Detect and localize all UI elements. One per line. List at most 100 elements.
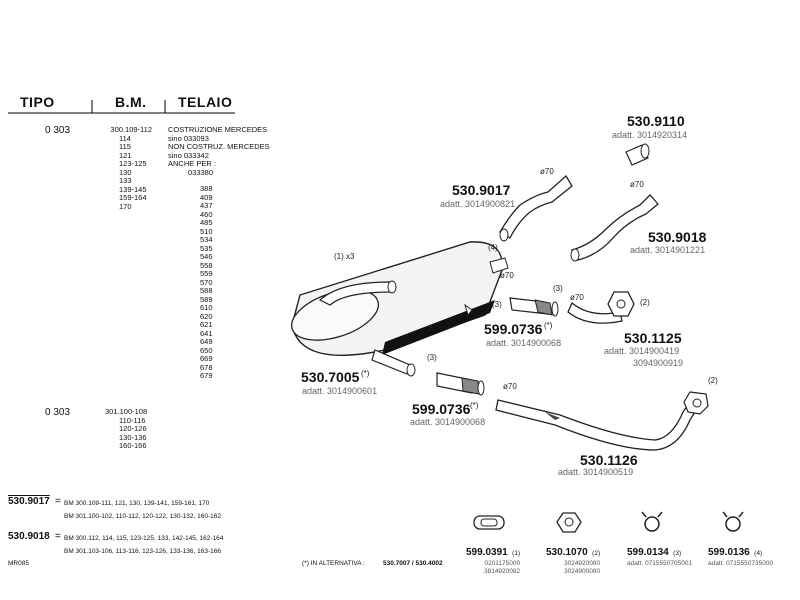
accessory-ref: 0201175000 <box>484 560 521 567</box>
bm-item: 300.109-112 <box>110 125 152 134</box>
telaio-note: COSTRUZIONE MERCEDES <box>168 125 268 134</box>
telaio-number: 669 <box>200 354 213 363</box>
pipe-530-1125-drawing <box>567 291 635 324</box>
bm-item: 110-116 <box>119 415 146 425</box>
telaio-number: 534 <box>200 235 213 244</box>
telaio-number: 620 <box>200 311 213 321</box>
legend-line: BM 300.112, 114, 115, 123-125, 133, 142-… <box>64 535 224 542</box>
clamp-599-0736-upper-drawing <box>509 297 559 317</box>
sleeve-530-9110-drawing <box>625 143 650 166</box>
accessory-599-0134: 599.0134 (3) adatt. 0715550705001 <box>627 542 692 568</box>
block2-tipo: 0 303 <box>45 407 71 418</box>
accessory-ann: (2) <box>592 550 601 557</box>
part-adatt-530-1126: adatt. 3014900519 <box>558 467 634 477</box>
accessory-code: 599.0391 <box>466 547 508 558</box>
telaio-note: ANCHE PER : <box>168 159 216 168</box>
accessory-refs: 0201175000 3814920082 <box>466 560 520 575</box>
bm-item: 133 <box>119 176 132 185</box>
part-adatt-530-7005: adatt. 3014900601 <box>302 386 378 396</box>
bm-item: 120-126 <box>119 424 147 433</box>
telaio-number: 485 <box>200 218 213 227</box>
accessory-ann: (4) <box>754 550 763 557</box>
block1-telaio-numbers: 388 409 437 460 485 510 534 535 546 558 … <box>200 184 213 381</box>
telaio-number: 437 <box>200 201 213 210</box>
pipe-530-9018-drawing <box>571 194 659 261</box>
block2-bm-list: 301.100-108 110-116 120-126 130-136 160-… <box>105 407 148 451</box>
telaio-note: sino 033342 <box>168 150 209 160</box>
accessory-599-0391: 599.0391 (1) 0201175000 3814920082 <box>466 542 520 575</box>
part-ann-530-1125: (2) <box>640 298 650 307</box>
bm-item: 123-125 <box>119 159 147 168</box>
block1-bm-list: 300.109-112 114 115 121 123-125 130 133 … <box>105 125 152 211</box>
legend-eq: = <box>55 496 61 507</box>
bm-item: 121 <box>119 150 132 160</box>
part-code-530-1125: 530.1125 <box>624 330 682 346</box>
legend-code-9017: 530.9017 <box>8 496 50 507</box>
accessory-ref: 3814920082 <box>483 567 521 575</box>
block1-telaio-notes: COSTRUZIONE MERCEDES sino 033093 NON COS… <box>168 125 270 177</box>
legend-eq: = <box>55 531 61 542</box>
bm-item: 170 <box>119 201 132 211</box>
accessory-code: 530.1070 <box>546 547 588 558</box>
part-ann-530-7005-x3: (1) x3 <box>334 252 355 261</box>
telaio-number: 650 <box>200 345 213 355</box>
part-code-530-9110: 530.9110 <box>627 113 685 129</box>
part-ann-599-0736-b: (3) <box>427 353 437 362</box>
bm-item: 130 <box>119 167 132 177</box>
part-ann-599-0736-a: (3) <box>553 284 563 293</box>
telaio-note: sino 033093 <box>168 133 209 143</box>
clamp-599-0736-lower-drawing <box>436 372 485 396</box>
telaio-number: 460 <box>200 209 213 219</box>
part-dia-530-9018: ø70 <box>630 180 644 189</box>
telaio-number: 589 <box>200 294 213 304</box>
accessory-code: 599.0134 <box>627 547 669 558</box>
bm-item: 301.100-108 <box>105 407 148 416</box>
part-adatt-530-1125: adatt. 3014900419 <box>604 346 680 356</box>
telaio-number: 621 <box>200 320 213 329</box>
part-code-530-9018: 530.9018 <box>648 229 707 245</box>
part-adatt-530-9017: adatt. 3014900821 <box>440 199 516 209</box>
accessory-refs: 3024920080 3024900080 <box>546 560 600 575</box>
part-adatt-599-0736-b: adatt. 3014900068 <box>410 417 486 427</box>
legend-lines-9018: BM 300.112, 114, 115, 123-125, 133, 142-… <box>64 532 223 558</box>
part-ann2-599-0736-a: (3) <box>492 300 502 309</box>
gasket-599-0391-drawing <box>473 515 505 530</box>
accessory-ref: adatt. 0715550735000 <box>708 560 774 567</box>
telaio-number: 558 <box>200 260 213 270</box>
accessory-refs: adatt. 0715550735000 <box>708 560 773 568</box>
part-dia-530-1126: ø70 <box>503 382 517 391</box>
accessory-refs: adatt. 0715550705001 <box>627 560 692 568</box>
pipe-530-1126-drawing <box>495 391 709 451</box>
part-dia-530-7005: ø70 <box>500 271 514 280</box>
part-adatt-530-9110: adatt. 3014920314 <box>612 130 688 140</box>
part-code-530-9017: 530.9017 <box>452 182 511 198</box>
table-header-bm: B.M. <box>115 94 147 110</box>
accessory-ref: adatt. 0715550705001 <box>627 560 693 567</box>
part-ann-530-1126: (2) <box>708 376 718 385</box>
part-adatt-530-9018: adatt. 3014901221 <box>630 245 706 255</box>
bm-item: 159-164 <box>119 193 147 202</box>
part-dia-530-9017: ø70 <box>540 167 554 176</box>
bm-item: 114 <box>119 133 131 143</box>
part-adatt-599-0736-a: adatt. 3014900068 <box>486 338 562 348</box>
legend-line: BM 300.109-111, 121, 130, 139-141, 159-1… <box>64 500 210 507</box>
accessory-ref: 3024920080 <box>563 560 601 567</box>
clip-599-0136-drawing <box>722 511 744 532</box>
table-header-telaio: TELAIO <box>178 94 233 110</box>
part-adatt2-530-1125: 3094900919 <box>633 358 684 368</box>
telaio-number: 641 <box>200 328 213 338</box>
bm-item: 130-136 <box>119 432 147 442</box>
telaio-number: 510 <box>200 226 213 236</box>
telaio-number: 409 <box>200 192 213 202</box>
telaio-number: 570 <box>200 277 213 287</box>
part-code-530-7005: 530.7005 <box>301 369 360 385</box>
part-code-599-0736-b: 599.0736 <box>412 401 471 417</box>
accessory-code: 599.0136 <box>708 547 750 558</box>
block1-tipo: 0 303 <box>45 125 71 136</box>
telaio-number: 535 <box>200 243 213 253</box>
part-ann-530-7005-4: (4) <box>488 243 498 252</box>
telaio-number: 610 <box>200 303 213 312</box>
pipe-530-9017-drawing <box>499 174 573 239</box>
telaio-number: 678 <box>200 362 213 372</box>
